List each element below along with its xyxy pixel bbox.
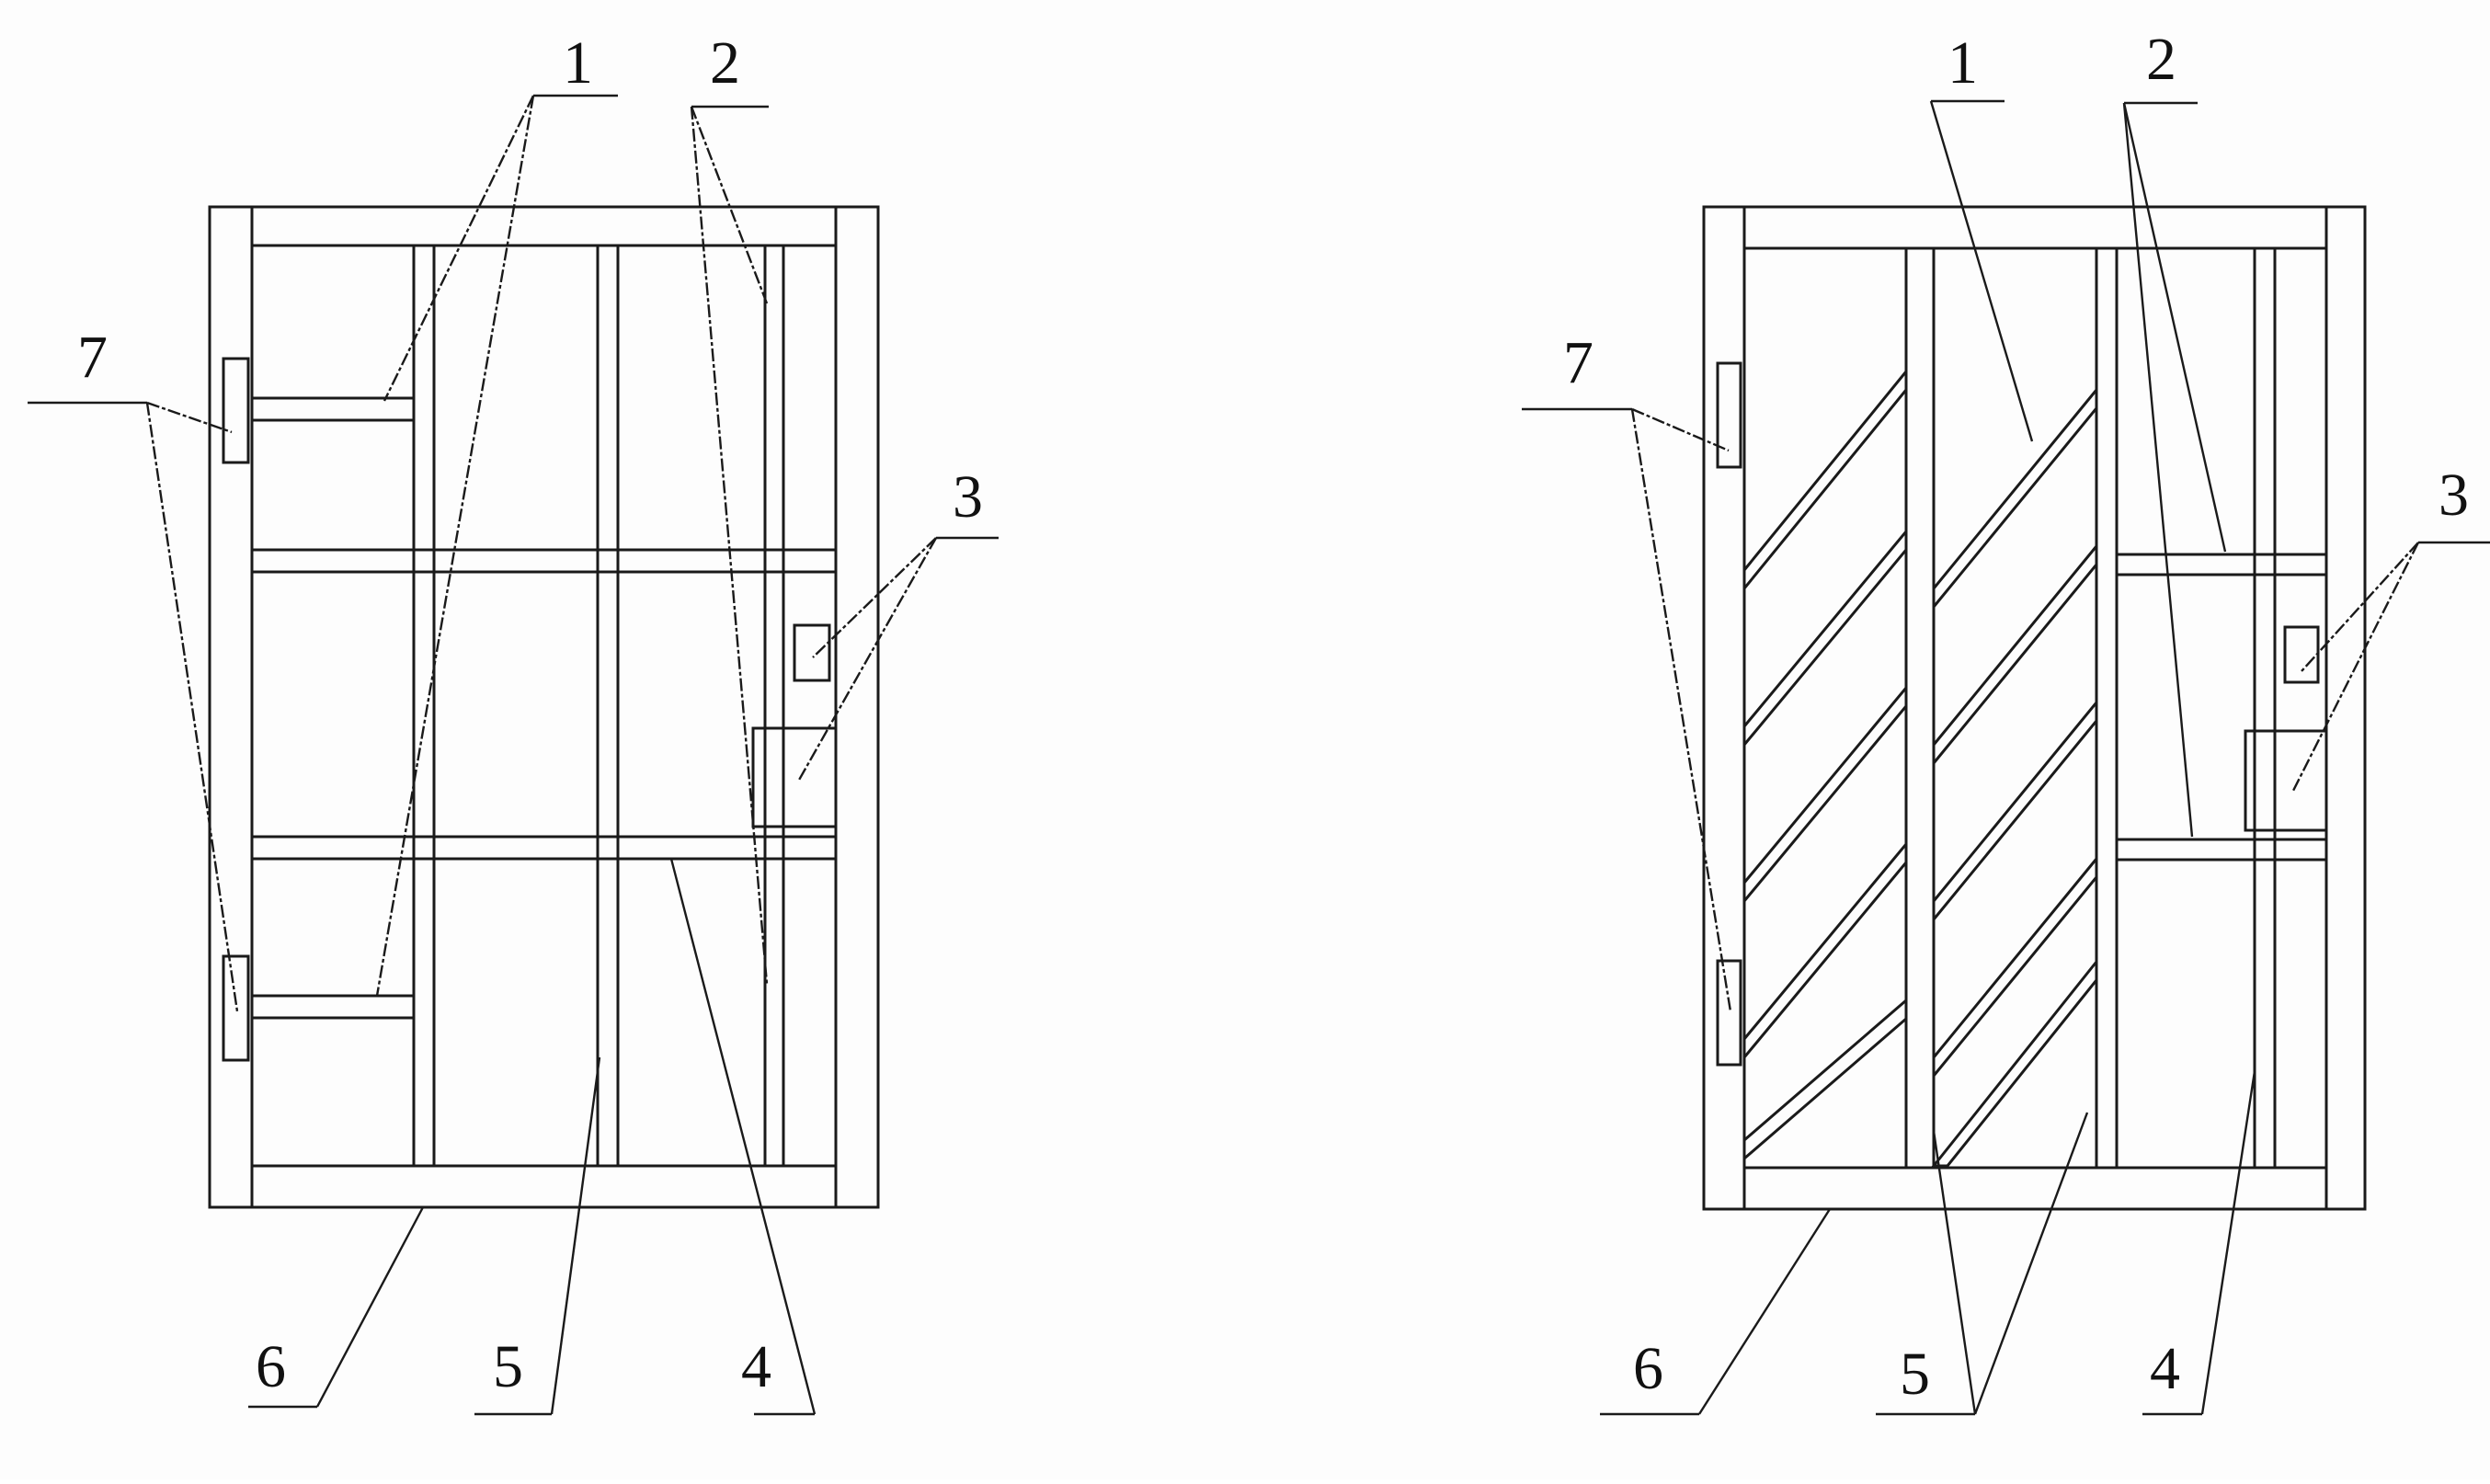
right-glass-hatch-mid (1930, 385, 2098, 1168)
left-callout-7: 7 (77, 324, 108, 391)
right-callout-6: 6 (1633, 1335, 1663, 1402)
left-callout-3: 3 (953, 463, 983, 531)
right-outer-frame (1702, 205, 2367, 1211)
right-glass-hatch-left (1742, 367, 1908, 1162)
left-figure: 1 2 3 4 5 6 7 (28, 29, 999, 1416)
right-callout-4: 4 (2150, 1335, 2180, 1402)
right-callouts: 1 2 3 4 5 6 7 (1563, 26, 2469, 1408)
left-callout-1: 1 (563, 29, 593, 97)
left-callout-6: 6 (256, 1333, 286, 1400)
right-callout-2: 2 (2146, 26, 2176, 93)
right-hinges (1716, 361, 1742, 1067)
left-lock (751, 623, 838, 828)
left-callout-5: 5 (493, 1333, 523, 1400)
right-callout-7: 7 (1563, 329, 1593, 396)
right-callout-1: 1 (1947, 29, 1978, 97)
right-callout-5: 5 (1900, 1341, 1930, 1408)
right-figure: 1 2 3 4 5 6 7 (1522, 26, 2490, 1416)
left-hinges (222, 357, 250, 1062)
right-horizontal-bars (2115, 553, 2328, 862)
left-vertical-bars (412, 244, 785, 1168)
left-callout-2: 2 (710, 29, 740, 97)
left-callouts: 1 2 3 4 5 6 7 (77, 29, 983, 1400)
left-horizontal-bars (250, 396, 838, 1020)
left-outer-frame (208, 205, 880, 1209)
right-lock (2244, 625, 2328, 832)
right-callout-3: 3 (2439, 462, 2469, 529)
left-callout-4: 4 (741, 1333, 771, 1400)
left-leaders (28, 94, 999, 1416)
right-leaders (1522, 99, 2490, 1416)
